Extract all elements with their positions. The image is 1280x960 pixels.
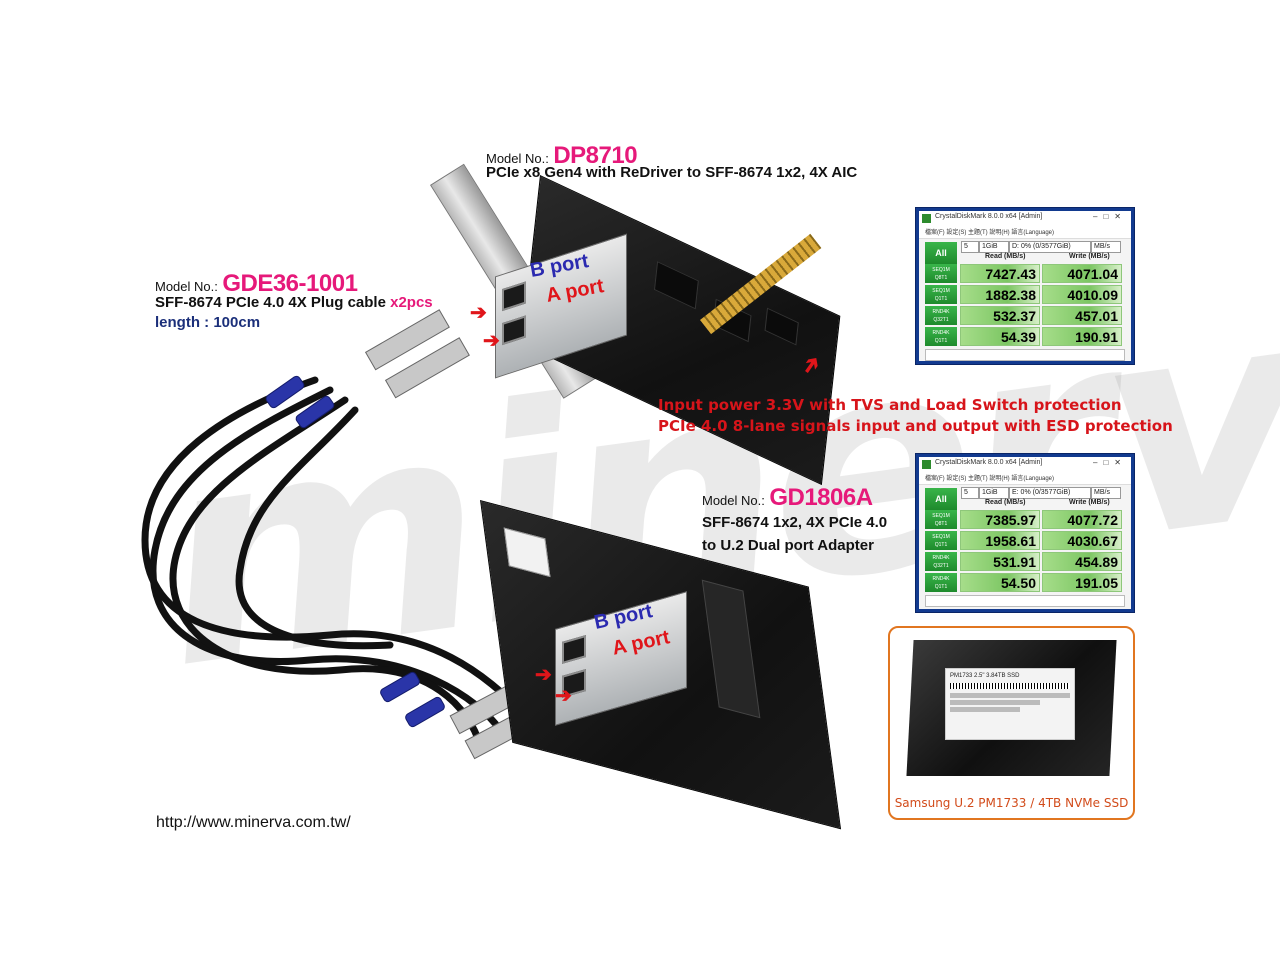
window-title: CrystalDiskMark 8.0.0 x64 [Admin]	[935, 459, 1043, 466]
ssd-label-text: PM1733 2.5" 3.84TB SSD	[950, 673, 1020, 679]
gd1806-desc-line1: SFF-8674 1x2, 4X PCIe 4.0	[702, 514, 888, 531]
ssd-info-box: PM1733 2.5" 3.84TB SSD Samsung U.2 PM173…	[888, 626, 1135, 820]
dp8710-caption: Model No.: DP8710	[486, 142, 638, 170]
model-number: DP8710	[553, 142, 638, 169]
read-header: Read (MB/s)	[985, 253, 1026, 260]
menu-bar[interactable]: 檔案(F) 設定(S) 主題(T) 說明(H) 語言(Language)	[919, 227, 1131, 239]
read-value: 7427.43	[960, 264, 1040, 283]
gd1806-caption: Model No.: GD1806A	[702, 484, 873, 512]
plug-cable-image	[141, 309, 551, 760]
model-prefix: Model No.:	[155, 279, 218, 294]
esd-protection-note: PCIe 4.0 8-lane signals input and output…	[658, 417, 1173, 435]
model-number: GD1806A	[769, 484, 873, 511]
window-title: CrystalDiskMark 8.0.0 x64 [Admin]	[935, 213, 1043, 220]
write-value: 190.91	[1042, 327, 1122, 346]
drive-select[interactable]: D: 0% (0/3577GiB)	[1009, 241, 1091, 253]
all-button[interactable]: All	[925, 488, 957, 510]
arrow-icon: ➔	[555, 685, 572, 707]
window-title-bar: CrystalDiskMark 8.0.0 x64 [Admin] –□✕	[919, 211, 1131, 227]
gde36-caption: Model No.: GDE36-1001	[155, 270, 358, 298]
unit-select[interactable]: MB/s	[1091, 241, 1121, 253]
drive-select[interactable]: E: 0% (0/3577GiB)	[1009, 487, 1091, 499]
write-header: Write (MB/s)	[1069, 253, 1110, 260]
window-controls-icon[interactable]: –□✕	[1093, 212, 1127, 221]
write-value: 191.05	[1042, 573, 1122, 592]
window-title-bar: CrystalDiskMark 8.0.0 x64 [Admin] –□✕	[919, 457, 1131, 473]
model-prefix: Model No.:	[486, 151, 549, 166]
gde36-desc-text: SFF-8674 PCIe 4.0 4X Plug cable	[155, 294, 386, 311]
dp8710-description: PCIe x8 Gen4 with ReDriver to SFF-8674 1…	[486, 164, 858, 181]
read-value: 7385.97	[960, 510, 1040, 529]
controls-row: All 5 1GiB D: 0% (0/3577GiB) MB/s Read (…	[919, 239, 1131, 264]
write-value: 4077.72	[1042, 510, 1122, 529]
size-select[interactable]: 1GiB	[979, 487, 1009, 499]
read-value: 54.50	[960, 573, 1040, 592]
read-value: 531.91	[960, 552, 1040, 571]
ssd-caption: Samsung U.2 PM1733 / 4TB NVMe SSD	[894, 796, 1129, 810]
app-icon	[922, 214, 931, 223]
gd1806-desc-line2: to U.2 Dual port Adapter	[702, 537, 874, 554]
read-value: 1958.61	[960, 531, 1040, 550]
read-header: Read (MB/s)	[985, 499, 1026, 506]
count-select[interactable]: 5	[961, 241, 979, 253]
controls-row: All 5 1GiB E: 0% (0/3577GiB) MB/s Read (…	[919, 485, 1131, 510]
read-value: 532.37	[960, 306, 1040, 325]
write-value: 4071.04	[1042, 264, 1122, 283]
menu-bar[interactable]: 檔案(F) 設定(S) 主題(T) 說明(H) 語言(Language)	[919, 473, 1131, 485]
crystaldiskmark-window-1: CrystalDiskMark 8.0.0 x64 [Admin] –□✕ 檔案…	[916, 208, 1134, 364]
count-select[interactable]: 5	[961, 487, 979, 499]
gde36-description: SFF-8674 PCIe 4.0 4X Plug cable x2pcs	[155, 294, 433, 311]
ssd-product-label: PM1733 2.5" 3.84TB SSD	[945, 668, 1075, 740]
gde36-qty: x2pcs	[390, 294, 433, 311]
read-value: 54.39	[960, 327, 1040, 346]
app-icon	[922, 460, 931, 469]
power-protection-note: Input power 3.3V with TVS and Load Switc…	[658, 396, 1122, 414]
write-value: 457.01	[1042, 306, 1122, 325]
write-value: 4010.09	[1042, 285, 1122, 304]
arrow-icon: ➔	[483, 330, 500, 352]
write-value: 4030.67	[1042, 531, 1122, 550]
arrow-icon: ➔	[470, 302, 487, 324]
comment-field[interactable]	[925, 349, 1125, 361]
gde36-length: length : 100cm	[155, 314, 261, 331]
crystaldiskmark-window-2: CrystalDiskMark 8.0.0 x64 [Admin] –□✕ 檔案…	[916, 454, 1134, 612]
model-prefix: Model No.:	[702, 493, 765, 508]
arrow-icon: ➔	[535, 664, 552, 686]
comment-field[interactable]	[925, 595, 1125, 607]
window-controls-icon[interactable]: –□✕	[1093, 458, 1127, 467]
write-header: Write (MB/s)	[1069, 499, 1110, 506]
unit-select[interactable]: MB/s	[1091, 487, 1121, 499]
model-number: GDE36-1001	[222, 270, 358, 297]
write-value: 454.89	[1042, 552, 1122, 571]
read-value: 1882.38	[960, 285, 1040, 304]
website-url: http://www.minerva.com.tw/	[156, 814, 351, 831]
all-button[interactable]: All	[925, 242, 957, 264]
size-select[interactable]: 1GiB	[979, 241, 1009, 253]
